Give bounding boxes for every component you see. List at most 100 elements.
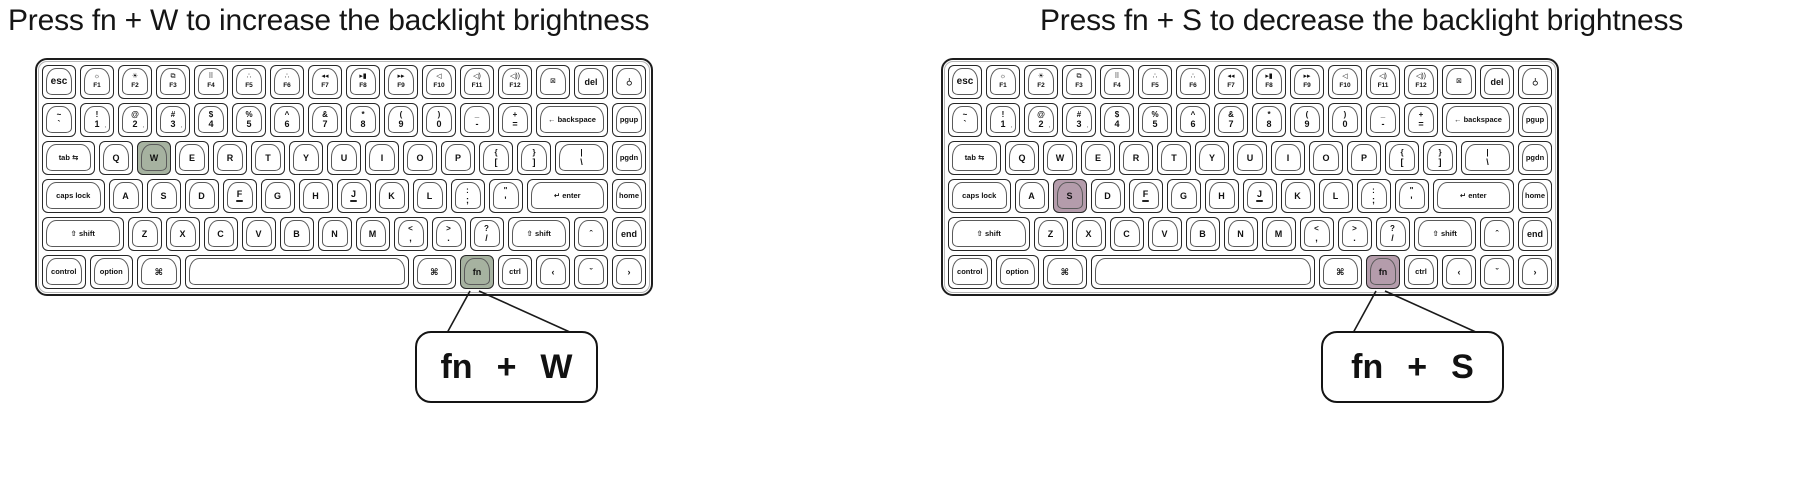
key-legend-shift: # (170, 109, 176, 119)
key-legend: ‹ (1457, 266, 1461, 277)
key-e: E (175, 141, 209, 175)
key-ctrl: ctrl (1404, 255, 1438, 289)
key-g: G (1166, 179, 1201, 213)
key-legend: › (1533, 266, 1537, 277)
f3-mission-control-icon: ⧉ (1076, 73, 1082, 80)
key-legend-fn-number: F8 (359, 82, 367, 89)
key-7: &7 (308, 103, 342, 137)
key-shift-right: ⇧ shift (507, 217, 570, 251)
key-legend-shift: $ (1114, 109, 1120, 119)
key-legend: 7 (322, 118, 328, 129)
key-3: #3‚ (1062, 103, 1096, 137)
key-legend: U (340, 152, 348, 163)
key-legend-fn-number: F3 (1075, 82, 1083, 89)
key-f1-brightness-down: ☼F1 (80, 65, 114, 99)
key-legend: Z (141, 228, 148, 239)
key-legend: esc (956, 75, 974, 87)
key-combo-callout-decrease: fn + S (1321, 331, 1504, 403)
key-s: S (1052, 179, 1087, 213)
key-d: D (184, 179, 219, 213)
key-legend-shift: $ (208, 109, 214, 119)
key-lightbulb: ⚲ (1518, 65, 1552, 99)
key-s: S (146, 179, 181, 213)
lightbulb-icon: ⚲ (1531, 76, 1539, 87)
key-legend: 2 (132, 118, 138, 129)
key-control: control (948, 255, 992, 289)
key-legend: ← backspace (1454, 114, 1502, 124)
key-v: V (241, 217, 276, 251)
key-legend: [ (1400, 156, 1404, 167)
key-t: T (1157, 141, 1191, 175)
key-2: @2‚ (118, 103, 152, 137)
key-0: )0 (1328, 103, 1362, 137)
key-backslash: |\ (555, 141, 608, 175)
key-legend: \ (580, 156, 583, 167)
combo-plus-sign: + (1407, 347, 1428, 386)
key-4: $4 (194, 103, 228, 137)
key-space (1090, 255, 1315, 289)
key-legend: 9 (398, 118, 404, 129)
key-legend: Q (1018, 152, 1026, 163)
key-tab: tab ⇆ (42, 141, 95, 175)
f4-launchpad-icon: ⠿ (208, 73, 214, 80)
key-backtick: ~` (948, 103, 982, 137)
key-r: R (213, 141, 247, 175)
key-legend: ˆ (589, 228, 593, 239)
key-fn: fn (1366, 255, 1400, 289)
key-legend-shift: % (245, 109, 253, 119)
key-arrow-up: ˆ (574, 217, 608, 251)
key-legend-shift: } (1438, 147, 1442, 157)
key-legend-shift: ) (1343, 109, 1347, 119)
key-legend: esc (50, 75, 68, 87)
key-legend: A (122, 190, 129, 201)
combo-key-letter: S (1451, 347, 1474, 386)
key-arrow-left: ‹ (536, 255, 570, 289)
key-fn: fn (460, 255, 494, 289)
key-legend: 7 (1228, 118, 1234, 129)
key-legend: L (426, 190, 433, 201)
key-i: I (365, 141, 399, 175)
key-legend-fn-number: F1 (93, 82, 101, 89)
key-tab: tab ⇆ (948, 141, 1001, 175)
key-legend-shift: { (494, 147, 498, 157)
f10-mute-icon: ◁ (1342, 73, 1348, 80)
key-arrow-down: ˇ (1480, 255, 1514, 289)
key-e: E (1081, 141, 1115, 175)
key-legend: V (1161, 228, 1168, 239)
key-legend: D (1104, 190, 1111, 201)
key-f5-keyboard-light-down: ∴F5 (1138, 65, 1172, 99)
key-lightbulb: ⚲ (612, 65, 646, 99)
key-p: P (441, 141, 475, 175)
key-legend: ' (1410, 194, 1413, 205)
key-q: Q (1005, 141, 1039, 175)
key-legend: R (1132, 152, 1140, 163)
key-c: C (1109, 217, 1144, 251)
key-legend: L (1332, 190, 1339, 201)
key-period: >. (1337, 217, 1372, 251)
key-0: )0 (422, 103, 456, 137)
key-2: @2‚ (1024, 103, 1058, 137)
key-backspace: ← backspace (536, 103, 608, 137)
key-comma: <, (1299, 217, 1334, 251)
key-legend: J (350, 189, 356, 199)
key-legend-shift: ~ (962, 109, 968, 119)
key-bracket-close: }] (1423, 141, 1457, 175)
key-legend: ↵ enter (553, 190, 581, 200)
key-esc: esc (948, 65, 982, 99)
homing-bar (350, 200, 357, 202)
key-1: !1‚ (986, 103, 1020, 137)
screenshot-icon: ⊠ (1456, 77, 1462, 85)
f7-rewind-icon: ◂◂ (1227, 73, 1235, 80)
key-backspace: ← backspace (1442, 103, 1514, 137)
key-legend: P (454, 152, 461, 163)
key-h: H (1204, 179, 1239, 213)
key-f8-play-pause: ▸▮F8 (346, 65, 380, 99)
key-legend: K (1294, 190, 1301, 201)
increase-brightness-panel: Press fn + W to increase the backlight b… (0, 0, 906, 488)
key-legend: [ (494, 156, 498, 167)
key-legend: fn (1378, 266, 1388, 277)
key-legend: ⇧ shift (526, 228, 551, 238)
key-legend: ` (963, 118, 967, 129)
key-legend-fn-number: F12 (509, 82, 521, 89)
